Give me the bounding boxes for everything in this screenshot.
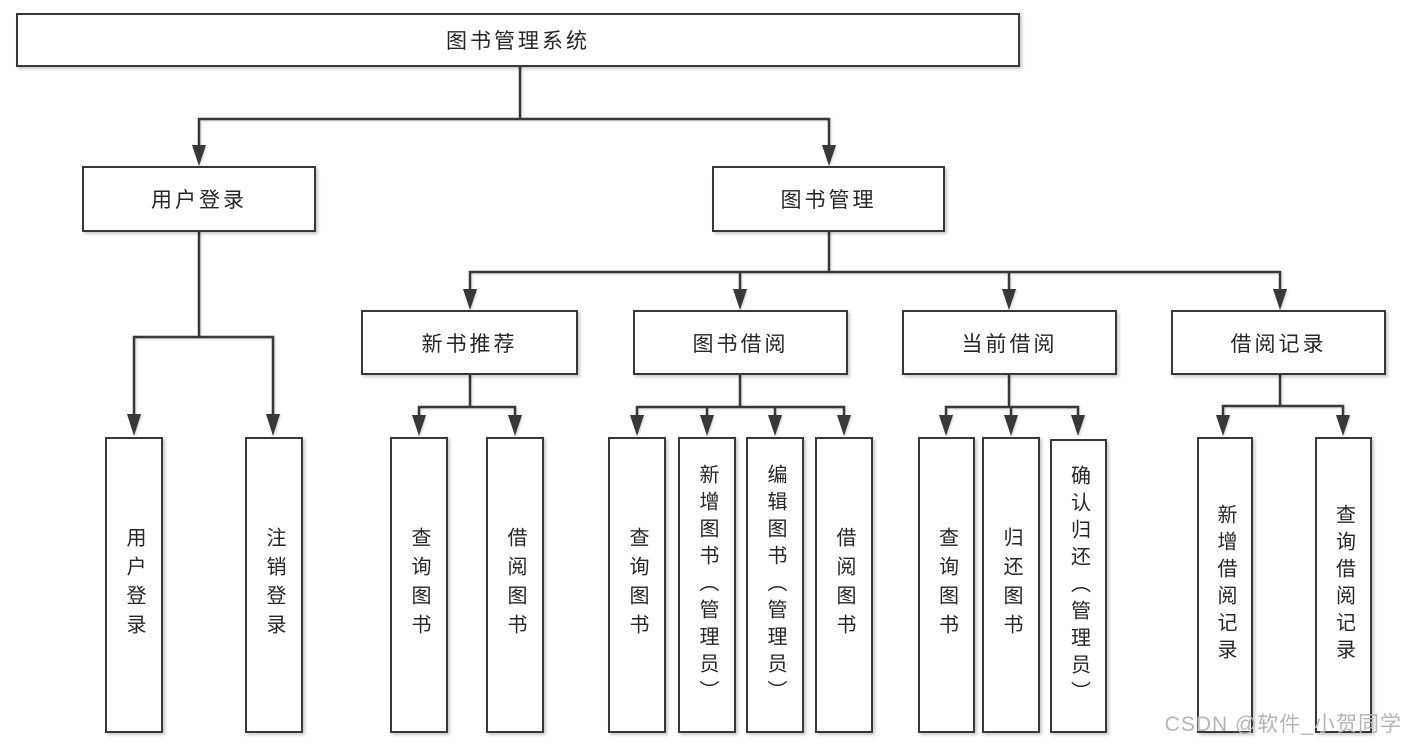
leaf-add-books-admin: 新增图书（管理员） (678, 437, 736, 733)
leaf-user-login-label: 用户登录 (123, 527, 145, 643)
leaf-edit-books-admin: 编辑图书（管理员） (746, 437, 804, 733)
leaf-query-books-recommendation: 查询图书 (390, 437, 448, 733)
arrow-down-icon (1336, 415, 1350, 436)
node-new-book-recommendation: 新书推荐 (361, 310, 578, 375)
leaf-query-books-current: 查询图书 (918, 437, 975, 733)
node-borrowing-records-label: 借阅记录 (1230, 332, 1327, 356)
leaf-borrow-books-borrowing-label: 借阅图书 (833, 527, 855, 643)
leaf-borrow-books-borrowing: 借阅图书 (815, 437, 873, 733)
leaf-query-books-recommendation-label: 查询图书 (408, 527, 430, 643)
arrow-down-icon (508, 415, 522, 436)
leaf-add-borrow-record: 新增借阅记录 (1197, 437, 1253, 733)
node-book-borrowing: 图书借阅 (633, 310, 848, 375)
node-root: 图书管理系统 (16, 13, 1020, 67)
arrow-down-icon (1002, 289, 1016, 310)
arrow-down-icon (1071, 415, 1085, 436)
leaf-confirm-return-admin: 确认归还（管理员） (1050, 439, 1107, 733)
arrow-down-icon (630, 415, 644, 436)
watermark: CSDN @软件_小贺同学 (1164, 713, 1402, 736)
leaf-query-books-borrowing-label: 查询图书 (626, 527, 648, 643)
leaf-logout: 注销登录 (245, 437, 303, 733)
arrow-down-icon (1273, 289, 1287, 310)
arrow-down-icon (412, 415, 426, 436)
leaf-add-borrow-record-label: 新增借阅记录 (1214, 504, 1236, 666)
node-book-management: 图书管理 (712, 166, 945, 232)
leaf-borrow-books-recommendation-label: 借阅图书 (504, 527, 526, 643)
arrow-down-icon (822, 145, 836, 166)
arrow-down-icon (700, 415, 714, 436)
arrow-down-icon (837, 415, 851, 436)
leaf-query-books-current-label: 查询图书 (935, 527, 958, 643)
leaf-edit-books-admin-label: 编辑图书（管理员） (764, 463, 786, 707)
arrow-down-icon (768, 415, 782, 436)
arrow-down-icon (1004, 415, 1018, 436)
node-borrowing-records: 借阅记录 (1171, 310, 1386, 375)
leaf-user-login: 用户登录 (105, 437, 163, 733)
leaf-query-borrow-record-label: 查询借阅记录 (1332, 504, 1355, 666)
arrow-down-icon (463, 289, 477, 310)
node-new-book-recommendation-label: 新书推荐 (421, 332, 518, 356)
leaf-return-books-label: 归还图书 (1000, 527, 1022, 643)
node-current-borrowing-label: 当前借阅 (961, 332, 1058, 356)
arrow-down-icon (192, 145, 206, 166)
leaf-query-books-borrowing: 查询图书 (608, 437, 666, 733)
arrow-down-icon (733, 289, 747, 310)
leaf-logout-label: 注销登录 (263, 527, 285, 643)
node-book-borrowing-label: 图书借阅 (692, 332, 789, 356)
node-root-label: 图书管理系统 (446, 30, 590, 53)
arrow-down-icon (939, 415, 953, 436)
node-user-login-label: 用户登录 (151, 189, 247, 212)
node-user-login: 用户登录 (82, 166, 316, 232)
leaf-confirm-return-admin-label: 确认归还（管理员） (1067, 464, 1090, 708)
arrow-down-icon (266, 414, 280, 436)
arrowheads (127, 145, 1350, 436)
leaf-return-books: 归还图书 (982, 437, 1040, 733)
node-book-management-label: 图书管理 (780, 189, 877, 212)
leaf-borrow-books-recommendation: 借阅图书 (486, 437, 544, 733)
node-current-borrowing: 当前借阅 (902, 310, 1117, 375)
leaf-add-books-admin-label: 新增图书（管理员） (696, 463, 718, 707)
arrow-down-icon (1216, 415, 1230, 436)
leaf-query-borrow-record: 查询借阅记录 (1315, 437, 1372, 733)
arrow-down-icon (127, 414, 141, 436)
